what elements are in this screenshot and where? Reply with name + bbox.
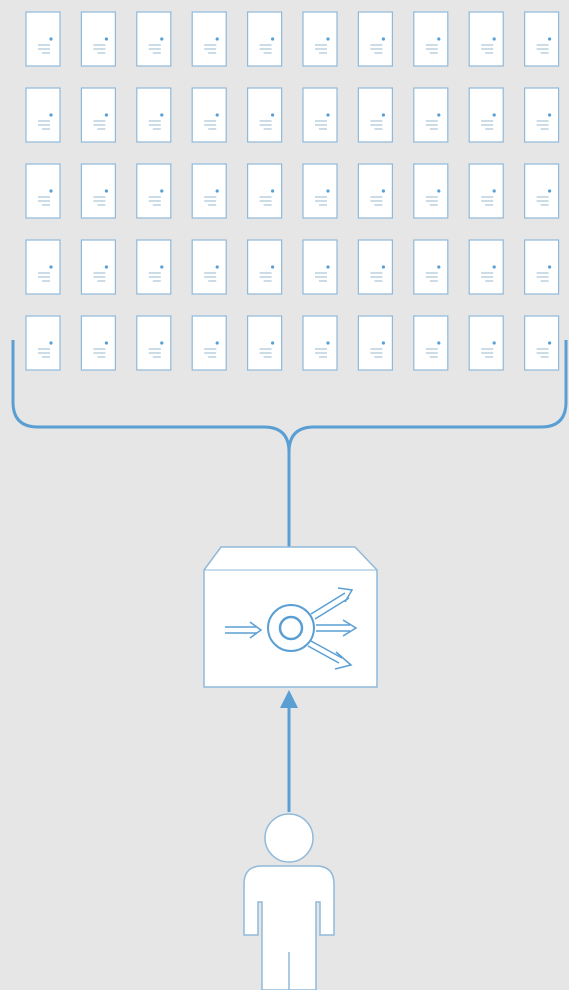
server-icon: [25, 11, 61, 67]
server-icon: [25, 87, 61, 143]
server-icon: [413, 87, 449, 143]
user-icon: [243, 813, 335, 990]
server-icon: [468, 11, 504, 67]
server-icon: [25, 315, 61, 371]
server-icon: [247, 87, 283, 143]
server-icon: [413, 11, 449, 67]
server-icon: [247, 11, 283, 67]
server-icon: [357, 163, 393, 219]
server-icon: [413, 315, 449, 371]
server-icon: [413, 163, 449, 219]
load-balancer-hub-outer: [267, 604, 315, 652]
server-icon: [136, 87, 172, 143]
server-icon: [357, 11, 393, 67]
server-icon: [80, 11, 117, 67]
server-icon: [523, 87, 560, 143]
server-icon: [247, 315, 283, 371]
server-icon: [80, 163, 117, 219]
server-icon: [523, 315, 560, 371]
server-icon: [413, 239, 449, 295]
server-icon: [247, 239, 283, 295]
load-balancer-hub-inner: [278, 615, 304, 641]
user-body: [243, 865, 335, 990]
server-icon: [247, 163, 283, 219]
server-icon: [357, 239, 393, 295]
server-icon: [80, 239, 117, 295]
user-head: [264, 813, 314, 863]
server-icon: [302, 239, 338, 295]
user-to-balancer-arrowhead: [280, 690, 298, 708]
load-balancer-icon: [203, 546, 378, 688]
server-icon: [191, 315, 227, 371]
server-icon: [357, 87, 393, 143]
server-icon: [80, 315, 117, 371]
server-icon: [523, 239, 560, 295]
server-icon: [191, 239, 227, 295]
server-icon: [25, 163, 61, 219]
server-icon: [468, 239, 504, 295]
server-grid: [25, 11, 560, 371]
server-icon: [302, 315, 338, 371]
server-icon: [136, 315, 172, 371]
server-icon: [25, 239, 61, 295]
server-icon: [357, 315, 393, 371]
server-icon: [468, 315, 504, 371]
load-balancer-arrow-in: [225, 621, 263, 639]
load-balancer-arrows-out: [307, 587, 358, 670]
server-icon: [302, 11, 338, 67]
server-icon: [523, 11, 560, 67]
server-icon: [136, 11, 172, 67]
server-icon: [136, 239, 172, 295]
server-icon: [302, 163, 338, 219]
server-icon: [191, 11, 227, 67]
server-icon: [302, 87, 338, 143]
server-icon: [191, 163, 227, 219]
server-icon: [80, 87, 117, 143]
server-icon: [136, 163, 172, 219]
server-icon: [468, 87, 504, 143]
server-icon: [523, 163, 560, 219]
server-icon: [191, 87, 227, 143]
server-icon: [468, 163, 504, 219]
